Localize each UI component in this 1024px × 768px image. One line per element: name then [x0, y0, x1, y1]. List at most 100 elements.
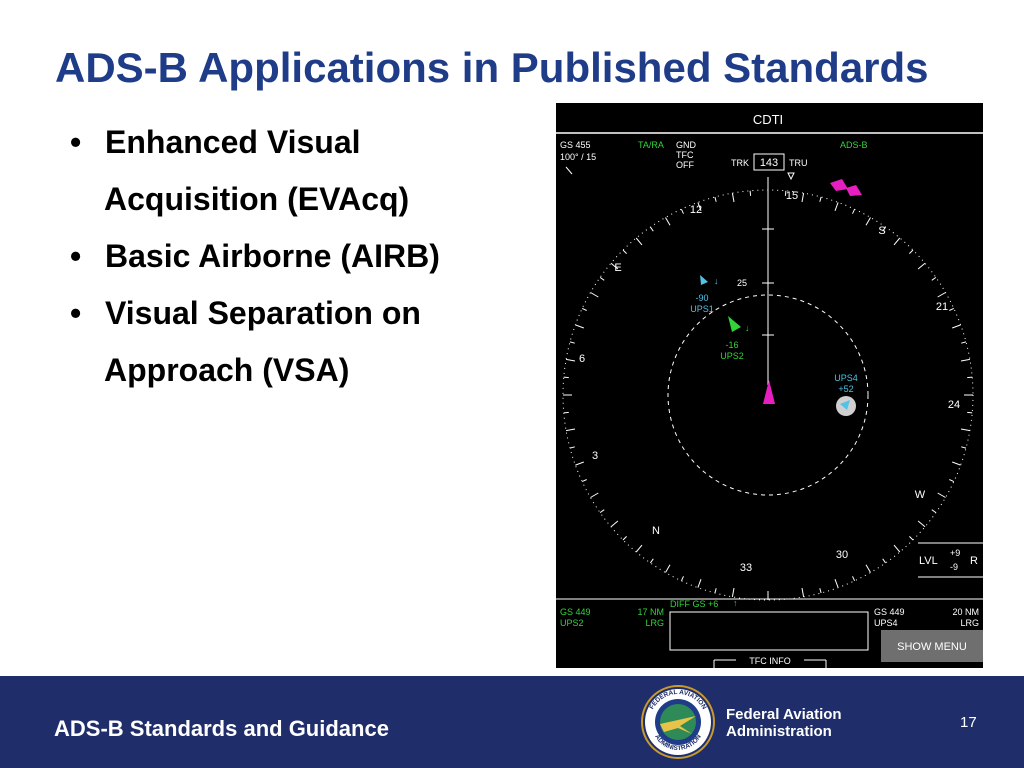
compass-tick — [599, 276, 605, 281]
right-lrg: LRG — [960, 618, 979, 628]
compass-tick — [882, 558, 887, 564]
compass-tick — [590, 292, 599, 298]
compass-tick — [801, 587, 805, 597]
compass-label: 30 — [836, 549, 848, 561]
diff-gs-up-icon: ↑ — [733, 598, 738, 608]
target-altitude: -16 — [725, 340, 738, 350]
compass-label: S — [878, 225, 885, 237]
compass-tick — [967, 411, 973, 414]
compass-label: 24 — [948, 399, 960, 411]
compass-tick — [731, 193, 735, 203]
compass-label: 21 — [936, 301, 948, 313]
faa-seal-logo: FEDERAL AVIATION ADMINISTRATION — [641, 685, 715, 759]
compass-tick — [714, 588, 717, 594]
range-label: 25 — [737, 278, 747, 288]
cdti-display: CDTI GS 455 100° / 15 TA/RA GND TFC OFF … — [556, 103, 983, 668]
compass-tick — [649, 558, 654, 564]
compass-tick — [581, 479, 587, 483]
compass-tick — [680, 208, 684, 214]
compass-tick — [697, 202, 702, 211]
compass-tick — [566, 428, 576, 432]
compass-tick — [952, 461, 961, 466]
left-gs: GS 449 — [560, 607, 591, 617]
compass-tick — [569, 446, 575, 449]
show-menu-label: SHOW MENU — [897, 641, 967, 653]
compass-tick — [960, 428, 970, 432]
bullet-item-evacq-cont: Acquisition (EVAcq) — [60, 175, 540, 232]
compass-tick — [590, 492, 599, 498]
heading-value: 143 — [760, 157, 778, 169]
tfc-info-tab[interactable]: TFC INFO — [749, 656, 791, 666]
bullet-item-vsa: • Visual Separation on — [60, 289, 540, 346]
compass-tick — [581, 307, 587, 311]
wind-readout: 100° / 15 — [560, 152, 596, 162]
gs-readout: GS 455 — [560, 140, 591, 150]
compass-tick — [610, 520, 619, 528]
compass-tick — [714, 196, 717, 202]
compass-tick — [917, 262, 926, 270]
tfc-info-panel — [669, 611, 869, 651]
bullet-item-airb: •Basic Airborne (AIRB) — [60, 232, 540, 289]
compass-tick — [622, 249, 627, 254]
compass-tick — [937, 292, 946, 298]
bullet-text: Enhanced Visual — [105, 124, 361, 160]
ownship-icon — [763, 380, 775, 404]
compass-tick — [961, 341, 967, 344]
compass-tick — [680, 576, 684, 582]
compass-tick — [665, 217, 671, 226]
traffic-arrow-icon — [700, 275, 708, 285]
tfc-label: TFC — [676, 150, 694, 160]
compass-tick — [610, 262, 619, 270]
compass-tick — [622, 536, 627, 541]
traffic-arrow-icon — [840, 400, 850, 410]
compass-tick — [931, 509, 937, 514]
vertical-trend-icon: ↓ — [745, 323, 750, 333]
bullet-item-evacq: •Enhanced Visual — [60, 118, 540, 175]
diff-gs: DIFF GS +6 — [670, 599, 718, 609]
compass-tick — [893, 544, 901, 553]
compass-tick — [949, 479, 955, 483]
traffic-arrow-icon — [728, 316, 741, 332]
target-altitude: +52 — [838, 384, 853, 394]
compass-tick — [865, 564, 871, 573]
bullet-text: Approach (VSA) — [104, 352, 350, 388]
bullet-dot: • — [70, 295, 82, 331]
compass-tick — [931, 276, 937, 281]
tru-label: TRU — [789, 158, 808, 168]
footer-bar: ADS-B Standards and Guidance FEDERAL AVI… — [0, 676, 1024, 768]
bullet-text: Visual Separation on — [105, 295, 421, 331]
lvl-unit: R — [970, 555, 978, 567]
footer-title: ADS-B Standards and Guidance — [54, 716, 389, 741]
compass-tick — [566, 358, 576, 362]
page-number: 17 — [960, 714, 977, 731]
off-label: OFF — [676, 160, 694, 170]
target-id: UPS4 — [834, 373, 858, 383]
left-range: 17 NM — [637, 607, 664, 617]
lvl-up: +9 — [950, 548, 960, 558]
vertical-trend-icon: ↓ — [714, 276, 719, 286]
slide-title: ADS-B Applications in Published Standard… — [55, 44, 929, 91]
compass-tick — [952, 324, 961, 329]
compass-tick — [801, 193, 805, 203]
compass-tick — [893, 237, 901, 246]
compass-tick — [834, 579, 839, 588]
compass-tick — [852, 208, 856, 214]
compass-tick — [819, 588, 822, 594]
compass-tick — [937, 492, 946, 498]
compass-tick — [909, 249, 914, 254]
compass-tick — [967, 376, 973, 379]
bullet-list: •Enhanced Visual Acquisition (EVAcq) •Ba… — [60, 118, 540, 403]
heading-bug-icon — [846, 185, 862, 196]
inner-range-ring — [667, 294, 869, 496]
show-menu-button[interactable] — [881, 630, 983, 662]
compass-tick — [575, 461, 584, 466]
compass-label: 12 — [690, 204, 702, 216]
compass-tick — [865, 217, 871, 226]
bullet-dot: • — [70, 238, 82, 274]
compass-tick — [960, 358, 970, 362]
cdti-screen: CDTI GS 455 100° / 15 TA/RA GND TFC OFF … — [556, 112, 983, 668]
right-target-id: UPS4 — [874, 618, 898, 628]
compass-tick — [834, 202, 839, 211]
compass-label: 15 — [786, 190, 798, 202]
compass-tick — [575, 324, 584, 329]
